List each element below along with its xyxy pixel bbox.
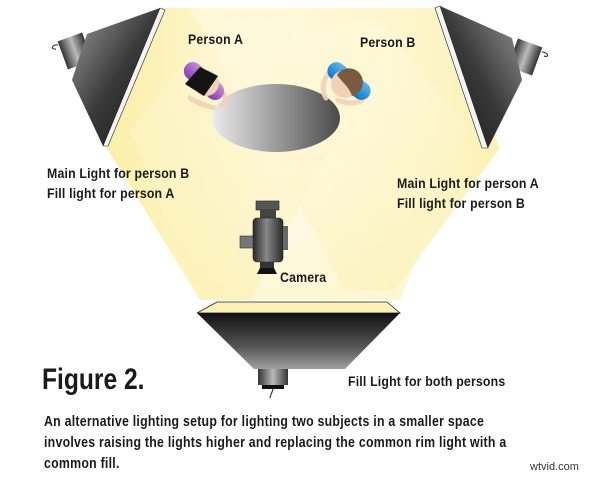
watermark: wtvid.com: [530, 461, 579, 473]
right-softbox-icon: [434, 5, 549, 149]
caption-line-1: An alternative lighting setup for lighti…: [44, 414, 485, 430]
left-softbox-icon: [51, 7, 166, 147]
table-icon: [212, 84, 340, 152]
camera-label: Camera: [280, 269, 327, 285]
bottom-light-label: Fill Light for both persons: [348, 373, 506, 389]
bottom-softbox-icon: [196, 301, 402, 399]
figure-title: Figure 2.: [42, 363, 145, 396]
caption-line-3: common fill.: [44, 456, 120, 472]
figure-caption: An alternative lighting setup for lighti…: [44, 412, 588, 475]
person-a-label: Person A: [188, 31, 244, 47]
person-a-icon: [183, 61, 228, 111]
right-light-label-line1: Main Light for person A: [397, 175, 539, 191]
person-b-label: Person B: [360, 34, 416, 50]
left-light-label-line2: Fill light for person A: [47, 185, 175, 201]
left-light-label-line1: Main Light for person B: [47, 165, 190, 181]
right-light-label-line2: Fill light for person B: [397, 195, 525, 211]
light-beams: [105, 8, 500, 300]
camera-icon: [239, 200, 288, 274]
caption-line-2: involves raising the lights higher and r…: [44, 435, 507, 451]
person-b-icon: [320, 62, 371, 106]
